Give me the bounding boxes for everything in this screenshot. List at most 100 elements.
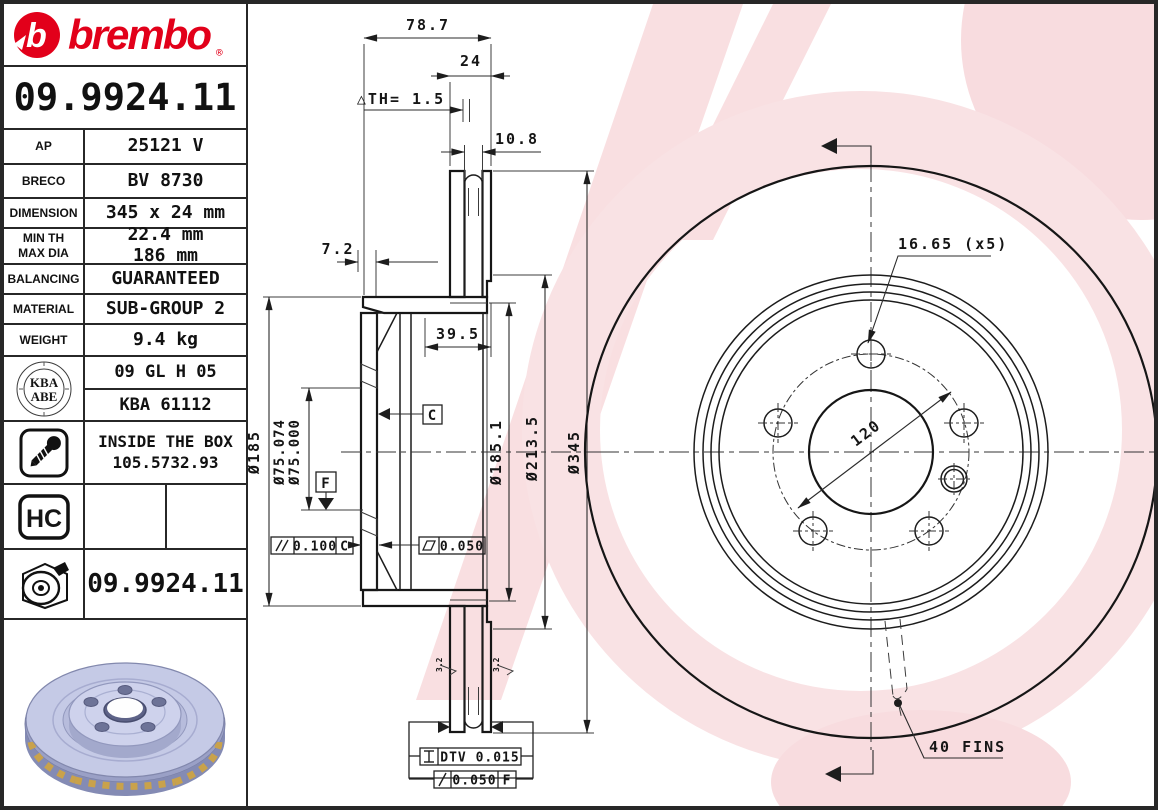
svg-text:10.8: 10.8 — [495, 130, 539, 148]
svg-text:F: F — [321, 476, 330, 492]
part-number-text: 09.9924.11 — [13, 76, 237, 119]
spec-row-breco: BRECO BV 8730 — [4, 165, 246, 199]
section-view: 78.7 24 △TH= 1.5 — [245, 16, 613, 789]
spec-label: MATERIAL — [4, 295, 85, 323]
spec-label: AP — [4, 130, 85, 163]
dim-inner-dia1: Ø185.1 — [487, 302, 516, 602]
svg-text:3.2: 3.2 — [492, 657, 501, 672]
abe-text: ABE — [30, 389, 57, 404]
spec-value: SUB-GROUP 2 — [105, 297, 226, 319]
section-arrow-bottom — [825, 750, 874, 782]
spec-row-minth-maxdia: MIN TH MAX DIA 22.4 mm 186 mm — [4, 225, 246, 266]
svg-text:F: F — [503, 774, 512, 789]
drawing-svg: 78.7 24 △TH= 1.5 — [245, 4, 1154, 806]
svg-text:3.2: 3.2 — [435, 657, 444, 672]
svg-text:0.050: 0.050 — [440, 540, 484, 555]
total-runout-icon — [424, 750, 434, 763]
bottom-part-number-row: 09.9924.11 — [4, 550, 246, 620]
svg-text:DTV 0.015: DTV 0.015 — [440, 751, 519, 766]
hardware-row: INSIDE THE BOX 105.5732.93 — [4, 422, 246, 485]
dim-offset: 7.2 — [321, 240, 438, 296]
max-dia-value: 186 mm — [132, 245, 199, 266]
roughness-left: 3.2 — [435, 657, 458, 676]
screw-icon — [4, 422, 85, 483]
svg-text:C: C — [340, 540, 349, 555]
flatness-frame: 0.050 — [378, 536, 486, 555]
spec-value: 25121 V — [127, 135, 204, 157]
spec-panel: b brembo ® 09.9924.11 AP 25121 V BRECO B… — [4, 4, 248, 806]
flatness-icon — [421, 540, 437, 551]
hub-circles — [693, 274, 1049, 630]
empty-cell — [167, 485, 247, 548]
min-th-label: MIN TH — [22, 231, 65, 245]
approval-values: 09 GL H 05 KBA 61112 — [85, 357, 246, 420]
brembo-watermark — [416, 4, 1154, 806]
spec-label: DIMENSION — [4, 199, 85, 227]
spec-row-balancing: BALANCING GUARANTEED — [4, 265, 246, 295]
disc-3d-render — [24, 662, 226, 796]
svg-text:Ø345: Ø345 — [565, 430, 583, 475]
spec-value: 9.4 kg — [132, 328, 199, 350]
empty-cell — [85, 485, 167, 548]
parallelism-frame: 0.100 C — [270, 536, 362, 555]
inside-the-box-label: INSIDE THE BOX — [98, 431, 233, 451]
bottom-part-number: 09.9924.11 — [87, 569, 244, 599]
datum-f: F — [315, 471, 337, 510]
svg-text:Ø75.074: Ø75.074 — [272, 419, 288, 486]
dtv-runout-box: DTV 0.015 0.050 F — [408, 721, 534, 789]
dim-disc-width: 24 — [431, 52, 510, 166]
product-photo — [4, 620, 246, 806]
svg-text:△TH= 1.5: △TH= 1.5 — [357, 90, 445, 108]
part-number: 09.9924.11 — [4, 67, 246, 130]
inside-the-box-part: 105.5732.93 — [112, 452, 219, 472]
registered-mark: ® — [216, 46, 223, 59]
spec-value: 345 x 24 mm — [105, 201, 226, 223]
hc-empty-cells — [85, 485, 246, 548]
approval-line1: 09 GL H 05 — [85, 357, 246, 390]
max-dia-label: MAX DIA — [18, 246, 69, 260]
approval-line2: KBA 61112 — [119, 394, 212, 415]
runout-icon — [438, 772, 447, 787]
spec-row-dimension: DIMENSION 345 x 24 mm — [4, 199, 246, 229]
svg-text:b: b — [26, 17, 47, 55]
spec-label: BALANCING — [4, 265, 85, 293]
kba-text: KBA — [29, 375, 58, 390]
section-arrow-top — [821, 138, 872, 163]
locating-pin-hole — [938, 463, 970, 495]
svg-text:Ø185: Ø185 — [246, 430, 263, 475]
outer-diameter-circle — [583, 164, 1154, 740]
technical-drawing: 78.7 24 △TH= 1.5 — [245, 4, 1154, 806]
dim-bore-dia: Ø75.074 Ø75.000 — [272, 387, 363, 511]
spec-label: WEIGHT — [4, 325, 85, 355]
svg-text:C: C — [428, 408, 437, 424]
dim-inner-dia2: Ø213.5 — [493, 274, 552, 630]
svg-text:40 FINS: 40 FINS — [929, 738, 1006, 756]
spec-row-weight: WEIGHT 9.4 kg — [4, 325, 246, 357]
brand-logo: b brembo ® — [4, 4, 246, 67]
dim-hub-dia: Ø185 — [245, 296, 361, 607]
inside-the-box: INSIDE THE BOX 105.5732.93 — [85, 432, 246, 474]
svg-text:Ø185.1: Ø185.1 — [487, 419, 505, 486]
spec-label: BRECO — [4, 165, 85, 197]
min-th-value: 22.4 mm — [127, 224, 204, 246]
disc-in-box-icon — [4, 550, 85, 618]
dim-vent-width: 10.8 — [441, 130, 541, 180]
dim-width-total: 78.7 — [363, 16, 492, 295]
hc-text: HC — [25, 505, 61, 533]
svg-text:16.65 (x5): 16.65 (x5) — [898, 235, 1008, 253]
spec-value: 22.4 mm 186 mm — [85, 225, 246, 266]
svg-text:39.5: 39.5 — [436, 325, 480, 343]
pcd-dimension: 120 — [797, 391, 952, 509]
roughness-right: 3.2 — [492, 657, 515, 676]
hc-icon: HC — [4, 485, 85, 548]
svg-text:Ø75.000: Ø75.000 — [287, 419, 303, 486]
spec-label: MIN TH MAX DIA — [4, 229, 85, 263]
approval-row: KBA ABE 09 GL H 05 KBA 61112 — [4, 357, 246, 422]
dim-hat-depth: 39.5 — [424, 303, 492, 357]
spec-value: GUARANTEED — [111, 267, 220, 289]
svg-text:7.2: 7.2 — [321, 240, 354, 258]
front-view: 16.65 (x5) 120 40 FINS — [583, 138, 1154, 782]
svg-text:Ø213.5: Ø213.5 — [523, 415, 541, 482]
bolt-hole-callout: 16.65 (x5) — [867, 235, 1008, 344]
